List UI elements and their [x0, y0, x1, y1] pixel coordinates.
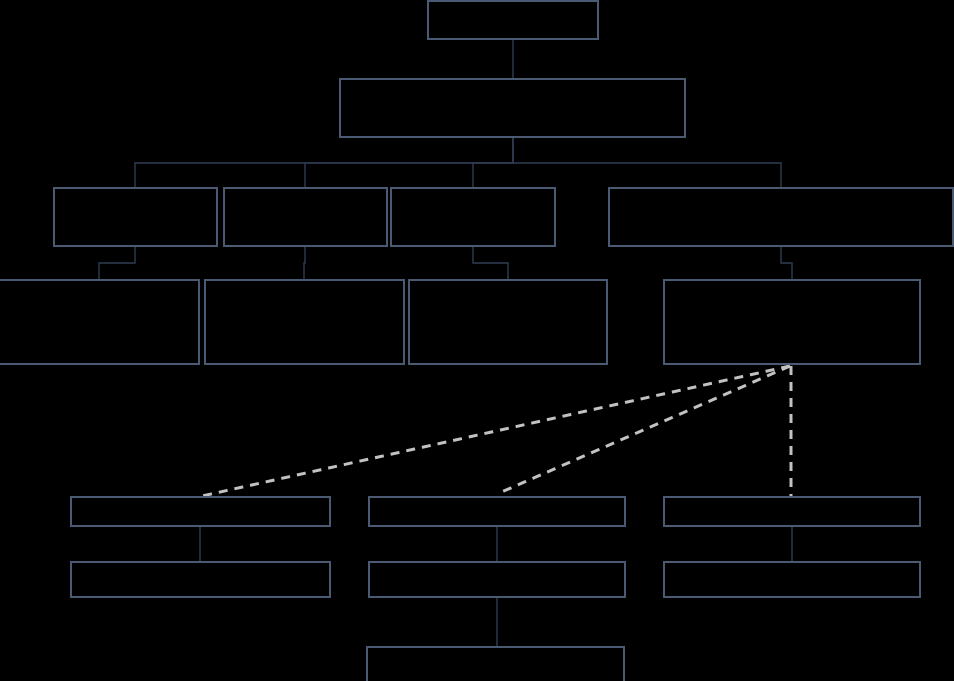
solid-edge-n3-to-n7: [98, 247, 136, 279]
solid-edge-n2-to-n6: [512, 138, 782, 187]
diagram-node-n6[interactable]: [608, 187, 954, 247]
diagram-node-n1[interactable]: [427, 0, 599, 40]
diagram-node-n9[interactable]: [408, 279, 608, 365]
diagram-node-n7[interactable]: [0, 279, 200, 365]
dashed-edge-n10-to-n12: [496, 364, 791, 496]
diagram-node-n12[interactable]: [368, 496, 626, 527]
solid-edge-n2-to-n5: [472, 138, 514, 187]
dashed-edge-n10-to-n11: [201, 364, 791, 498]
diagram-node-n4[interactable]: [223, 187, 388, 247]
diagram-node-n3[interactable]: [53, 187, 218, 247]
solid-edge-n2-to-n3: [134, 138, 514, 187]
diagram-node-n13[interactable]: [663, 496, 921, 527]
solid-edge-n5-to-n9: [472, 247, 509, 279]
diagram-node-n15[interactable]: [368, 561, 626, 598]
diagram-node-n2[interactable]: [339, 78, 686, 138]
solid-edge-n2-to-n4: [304, 138, 514, 187]
diagram-node-n16[interactable]: [663, 561, 921, 598]
diagram-node-n11[interactable]: [70, 496, 331, 527]
diagram-node-n8[interactable]: [204, 279, 405, 365]
dashed-edge-group: [201, 364, 793, 498]
solid-edge-n4-to-n8: [303, 247, 306, 279]
diagram-node-n5[interactable]: [390, 187, 556, 247]
diagram-node-n17[interactable]: [366, 646, 625, 681]
solid-edge-n6-to-n10: [780, 247, 793, 279]
diagram-node-n10[interactable]: [663, 279, 921, 365]
diagram-node-n14[interactable]: [70, 561, 331, 598]
